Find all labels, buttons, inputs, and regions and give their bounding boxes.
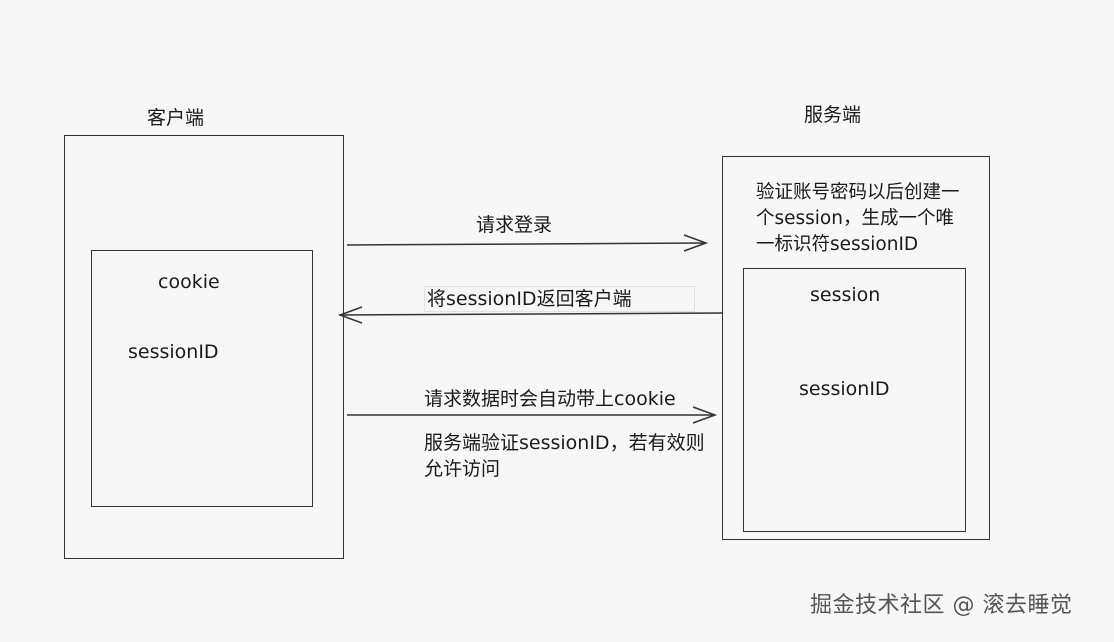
watermark: 掘金技术社区 @ 滚去睡觉	[810, 593, 1073, 618]
client-sessionid-label: sessionID	[128, 341, 219, 363]
client-box	[64, 135, 344, 559]
server-description: 验证账号密码以后创建一个session，生成一个唯一标识符sessionID	[756, 182, 960, 255]
client-title: 客户端	[147, 107, 205, 129]
session-box	[743, 268, 966, 532]
login-arrow	[346, 234, 709, 252]
login-request-label: 请求登录	[476, 214, 553, 236]
data-request-label: 请求数据时会自动带上cookie	[424, 388, 676, 410]
cookie-box	[91, 250, 313, 507]
return-arrow	[337, 306, 723, 324]
return-sessionid-label: 将sessionID返回客户端	[424, 286, 695, 312]
data-request-arrow	[347, 406, 718, 424]
server-title: 服务端	[804, 104, 862, 126]
cookie-label: cookie	[158, 271, 220, 293]
server-box	[722, 156, 990, 540]
session-label: session	[810, 284, 881, 306]
verify-label: 服务端验证sessionID，若有效则允许访问	[424, 432, 705, 480]
server-sessionid-label: sessionID	[799, 378, 890, 400]
